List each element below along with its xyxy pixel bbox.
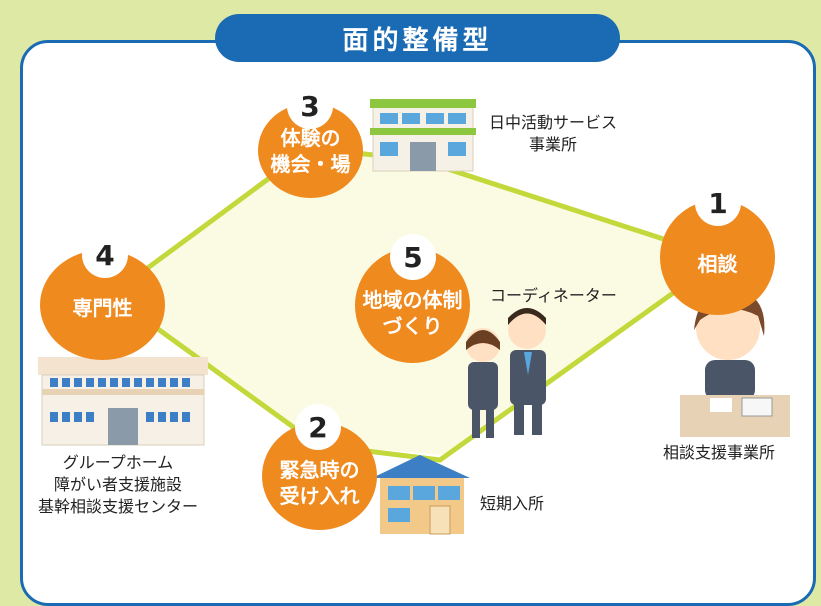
diagram: 面的整備型 [20,14,816,606]
facility-building-icon [38,357,208,446]
caption-day-service-line1: 日中活動サービス [488,113,617,132]
title: 面的整備型 [342,25,493,56]
caption-facility-line2: 障がい者支援施設 [53,475,182,494]
node-5-number: 5 [390,234,436,280]
caption-coordinator: コーディネーター [490,286,617,305]
day-service-building-icon [370,99,476,172]
node-2-number: 2 [295,404,341,450]
node-5-label-line1: 地域の体制 [362,287,463,312]
node-1-number: 1 [695,180,741,226]
node-3-label-line1: 体験の [280,125,341,150]
node-1-consultation: 相談 [660,200,775,315]
node-2-label-line2: 受け入れ [279,484,360,508]
caption-facility: グループホーム 障がい者支援施設 基幹相談支援センター [28,452,208,518]
caption-short-stay: 短期入所 [480,494,545,513]
caption-facility-line3: 基幹相談支援センター [37,497,198,516]
node-1-label: 相談 [697,251,738,276]
caption-day-service-line2: 事業所 [528,135,577,154]
node-3-number: 3 [287,83,333,129]
coordinator-people-icon [466,308,546,438]
caption-facility-line1: グループホーム [62,453,174,472]
caption-consultation-office: 相談支援事業所 [663,443,776,462]
title-banner: 面的整備型 [215,14,620,62]
node-4-label: 専門性 [72,296,133,320]
node-5-label-line2: づくり [382,313,443,338]
node-2-label-line1: 緊急時の [279,458,360,482]
caption-day-service: 日中活動サービス 事業所 [478,112,628,156]
node-3-label-line2: 機会・場 [270,151,351,176]
node-4-number: 4 [82,232,128,278]
short-stay-house-icon [372,455,470,535]
